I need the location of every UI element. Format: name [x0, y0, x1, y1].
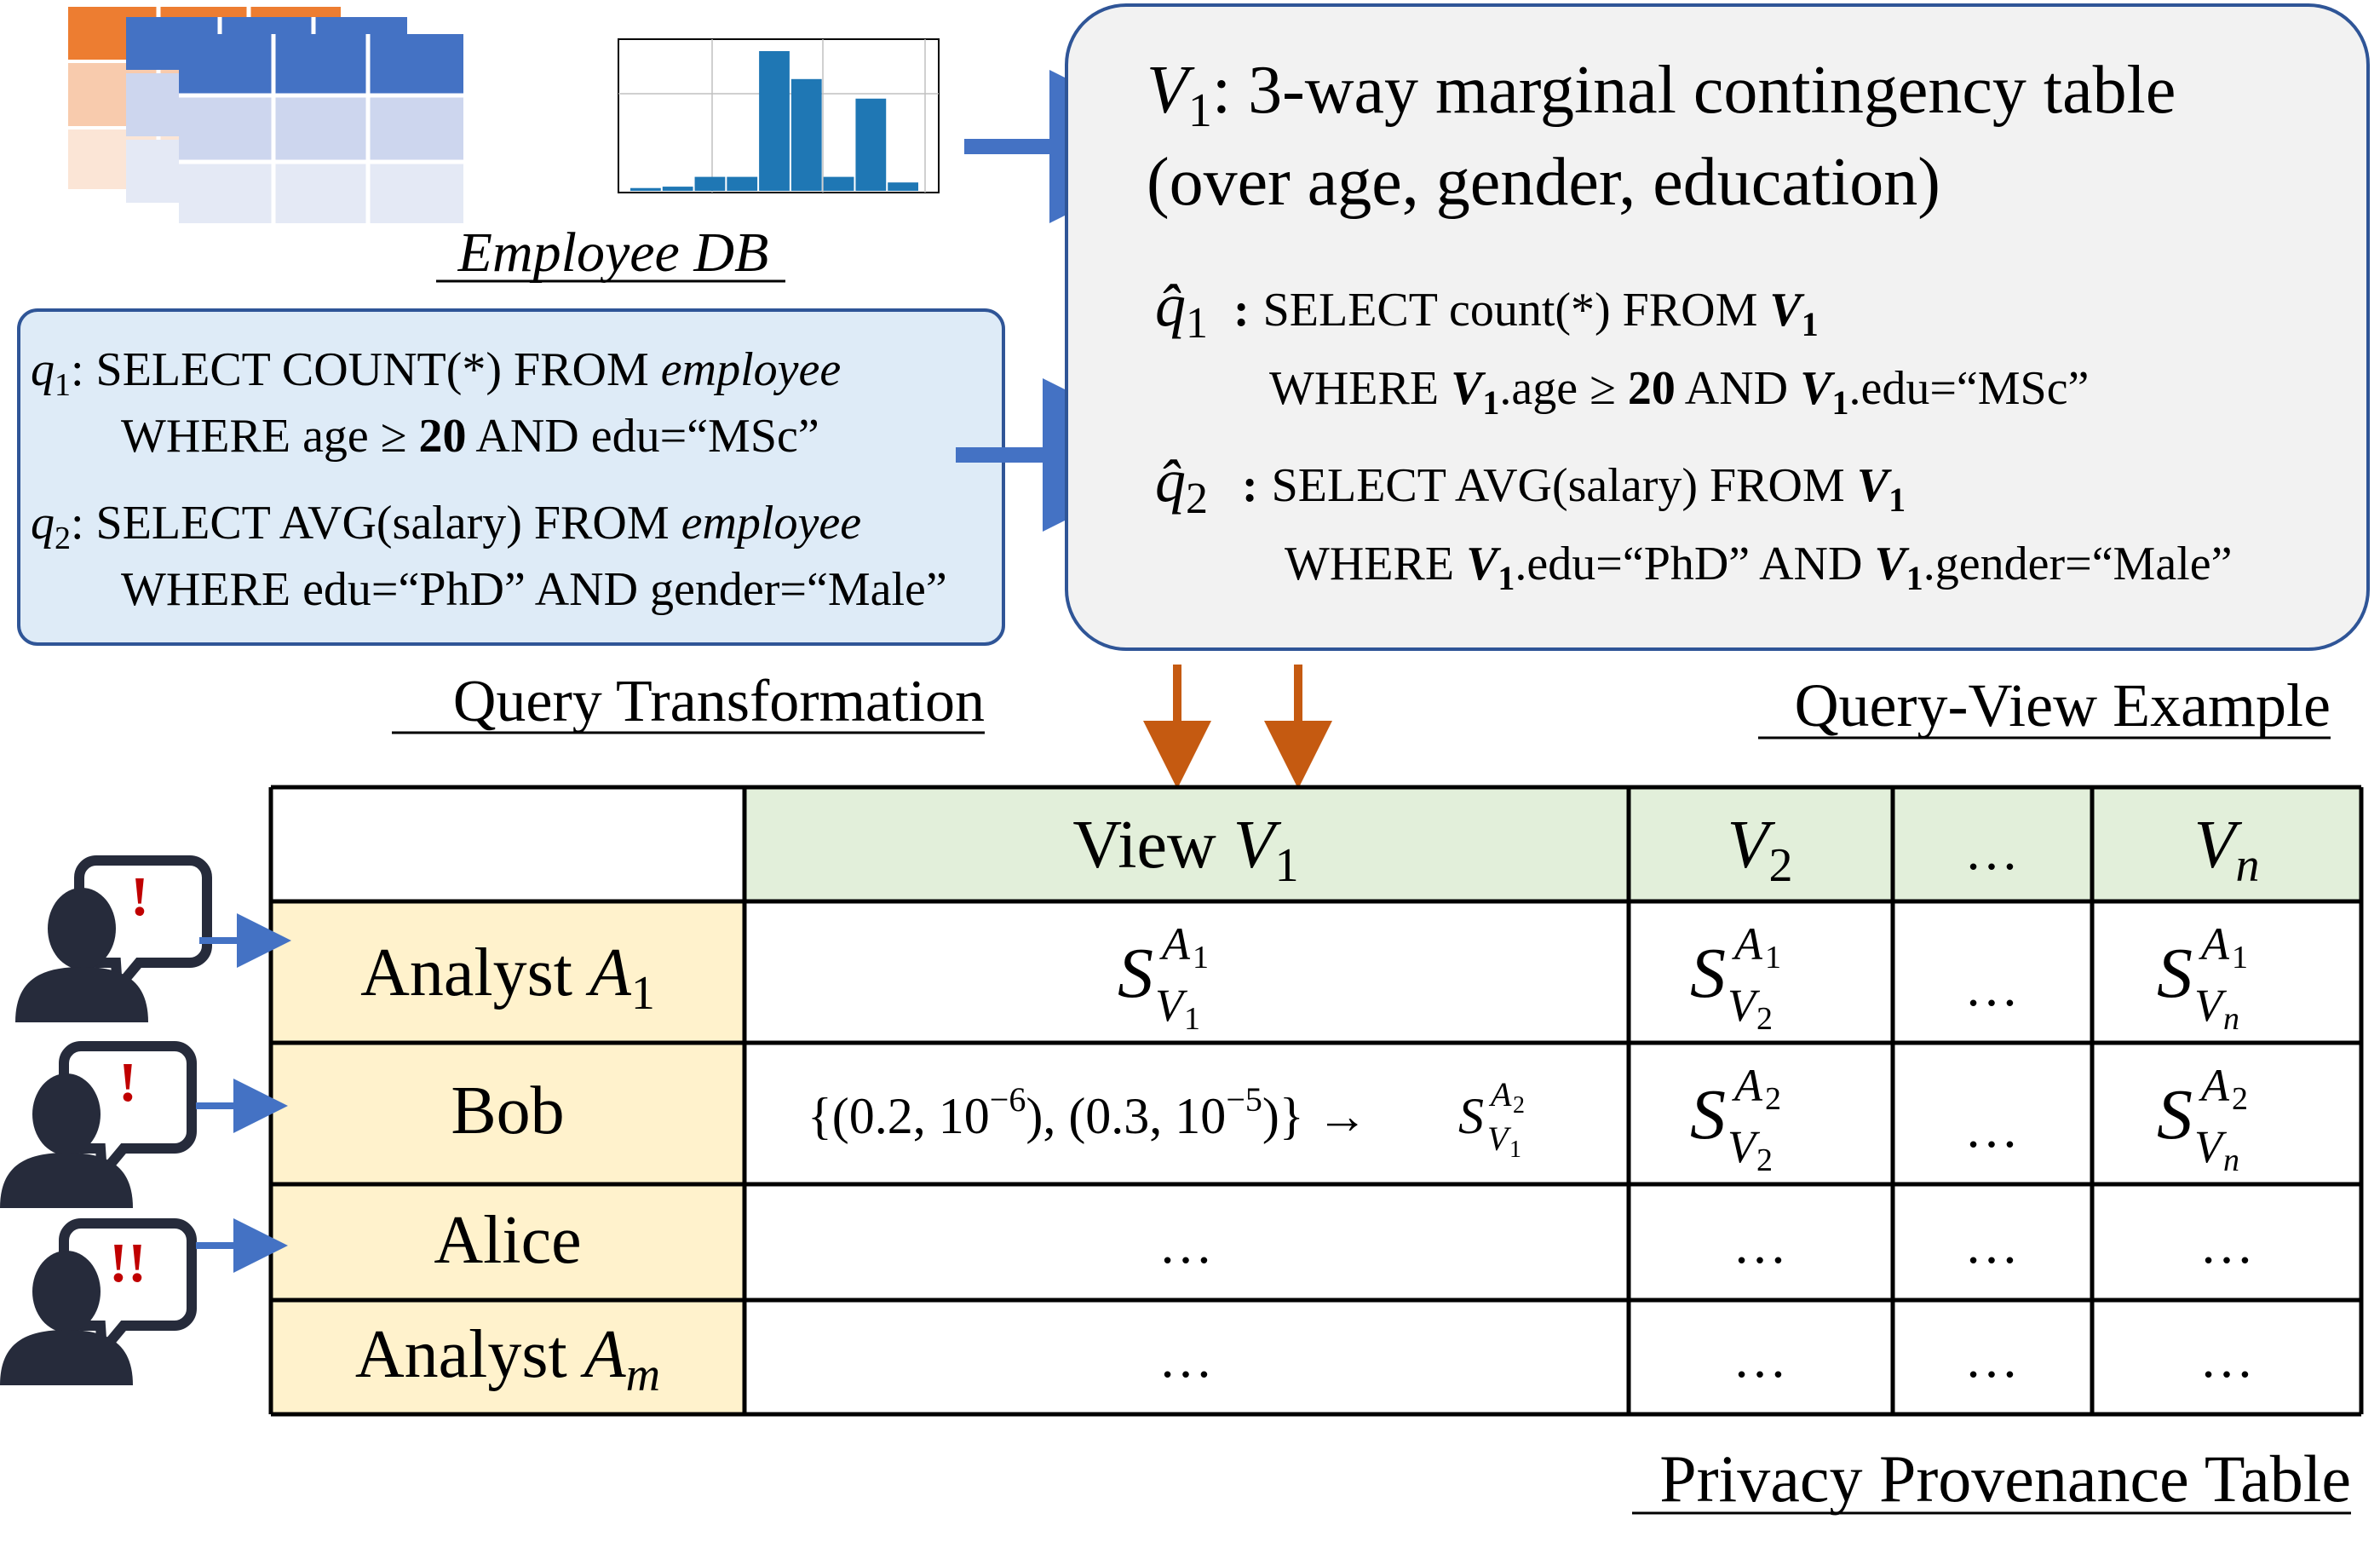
- svg-text:V: V: [1155, 980, 1188, 1031]
- svg-text:n: n: [2223, 1142, 2239, 1178]
- svg-text:A: A: [1732, 918, 1763, 970]
- query-q2-line2: WHERE edu=“PhD” AND gender=“Male”: [121, 563, 947, 616]
- bob-epsilon-set: {(0.2, 10−6), (0.3, 10−5)} →: [808, 1080, 1368, 1144]
- row-header-analyst-1: Analyst A1: [360, 935, 655, 1020]
- cell-ellipsis: …: [2199, 1328, 2254, 1389]
- alert-icon: !: [118, 1051, 137, 1114]
- table-corner-cell: [271, 787, 744, 901]
- histogram-bar: [759, 51, 790, 191]
- svg-text:S: S: [2157, 934, 2193, 1013]
- svg-text:2: 2: [1756, 1001, 1773, 1037]
- cell-ellipsis: …: [1964, 1328, 2019, 1389]
- cell-ellipsis: …: [1964, 957, 2019, 1017]
- query-q1-line1: q1: SELECT COUNT(*) FROM employee: [31, 343, 841, 403]
- svg-text:2: 2: [1756, 1142, 1773, 1178]
- column-header-view-2: V2: [1728, 808, 1793, 892]
- svg-text:A: A: [1732, 1060, 1763, 1111]
- svg-text:S: S: [2157, 1075, 2193, 1154]
- query-q2-line1: q2: SELECT AVG(salary) FROM employee: [31, 497, 861, 556]
- svg-text:1: 1: [1193, 940, 1209, 975]
- provenance-table-caption: Privacy Provenance Table: [1659, 1442, 2351, 1516]
- view-title-line1: V1: 3-way marginal contingency table: [1147, 53, 2176, 137]
- svg-text:1: 1: [2232, 940, 2248, 975]
- svg-text:S: S: [1690, 934, 1726, 1013]
- histogram-bar: [823, 176, 854, 191]
- svg-text:S: S: [1690, 1075, 1726, 1154]
- svg-text:1: 1: [1765, 940, 1781, 975]
- histogram-bar: [630, 187, 661, 191]
- table-header-row: [744, 787, 2361, 901]
- query-transformation-box: q1: SELECT COUNT(*) FROM employee WHERE …: [17, 308, 1005, 646]
- svg-text:A: A: [1159, 918, 1191, 970]
- svg-text:A: A: [1488, 1075, 1512, 1114]
- alert-icon: !!: [109, 1232, 147, 1294]
- analyst-icon-3: !!: [0, 1223, 192, 1385]
- employee-db-caption: Employee DB: [457, 222, 769, 284]
- svg-text:V: V: [1728, 980, 1761, 1031]
- svg-text:2: 2: [1513, 1092, 1525, 1119]
- histogram-bars: [630, 51, 918, 191]
- column-header-ellipsis: …: [1964, 820, 2019, 881]
- db-table-blue-front: [179, 34, 463, 223]
- query-transformation-caption: Query Transformation: [453, 669, 985, 734]
- column-header-view-n: Vn: [2194, 808, 2260, 892]
- view-qhat1-line1: q̂1:SELECT count(*) FROM V1: [1155, 271, 1819, 348]
- view-qhat1-line2: WHERE V1.age ≥ 20 AND V1.edu=“MSc”: [1269, 362, 2089, 422]
- cell-ellipsis: …: [1964, 1098, 2019, 1159]
- svg-text:1: 1: [1509, 1137, 1521, 1163]
- cell-ellipsis: …: [2199, 1214, 2254, 1275]
- row-header-alice: Alice: [434, 1203, 581, 1278]
- alert-icon: !: [130, 866, 149, 928]
- employee-db-graphic: [68, 7, 463, 223]
- analyst-icon-1: !: [15, 860, 207, 1022]
- svg-text:n: n: [2223, 1001, 2239, 1037]
- view-qhat2-line2: WHERE V1.edu=“PhD” AND V1.gender=“Male”: [1285, 538, 2232, 597]
- cell-ellipsis: …: [1964, 1214, 2019, 1275]
- view-title-line2: (over age, gender, education): [1147, 145, 1940, 220]
- svg-text:S: S: [1118, 934, 1153, 1013]
- query-view-caption: Query-View Example: [1795, 671, 2331, 739]
- query-q1-line2: WHERE age ≥ 20 AND edu=“MSc”: [121, 410, 819, 463]
- table-row-header-column: [271, 901, 744, 1414]
- histogram-bar: [662, 187, 693, 191]
- analyst-icon-2: !: [0, 1046, 192, 1208]
- histogram-bar: [888, 182, 918, 191]
- cell-ellipsis: …: [1158, 1328, 1213, 1389]
- cell-ellipsis: …: [1733, 1214, 1787, 1275]
- svg-text:V: V: [2194, 1121, 2228, 1172]
- row-header-analyst-m: Analyst Am: [355, 1317, 660, 1401]
- view-qhat2-line1: q̂2:SELECT AVG(salary) FROM V1: [1155, 446, 1906, 523]
- svg-text:1: 1: [1184, 1001, 1200, 1037]
- svg-text:A: A: [2199, 1060, 2230, 1111]
- svg-text:V: V: [1487, 1119, 1512, 1158]
- histogram-bar: [790, 78, 822, 191]
- svg-text:2: 2: [1765, 1081, 1781, 1117]
- histogram-bar: [855, 98, 887, 191]
- histogram-chart: [618, 38, 940, 193]
- svg-text:V: V: [2194, 980, 2228, 1031]
- svg-text:A: A: [2199, 918, 2230, 970]
- svg-text:S: S: [1458, 1088, 1484, 1144]
- row-header-bob: Bob: [451, 1073, 564, 1148]
- svg-text:V: V: [1728, 1121, 1761, 1172]
- cell-ellipsis: …: [1158, 1214, 1213, 1275]
- svg-text:2: 2: [2232, 1081, 2248, 1117]
- cell-ellipsis: …: [1733, 1328, 1787, 1389]
- histogram-bar: [727, 176, 758, 191]
- histogram-bar: [694, 176, 726, 191]
- provenance-table: View V1 V2 … Vn Analyst A1 Bob Alice Ana…: [268, 785, 2364, 1417]
- column-header-view-1: View V1: [1072, 808, 1298, 892]
- query-view-box: V1: 3-way marginal contingency table (ov…: [1065, 3, 2370, 651]
